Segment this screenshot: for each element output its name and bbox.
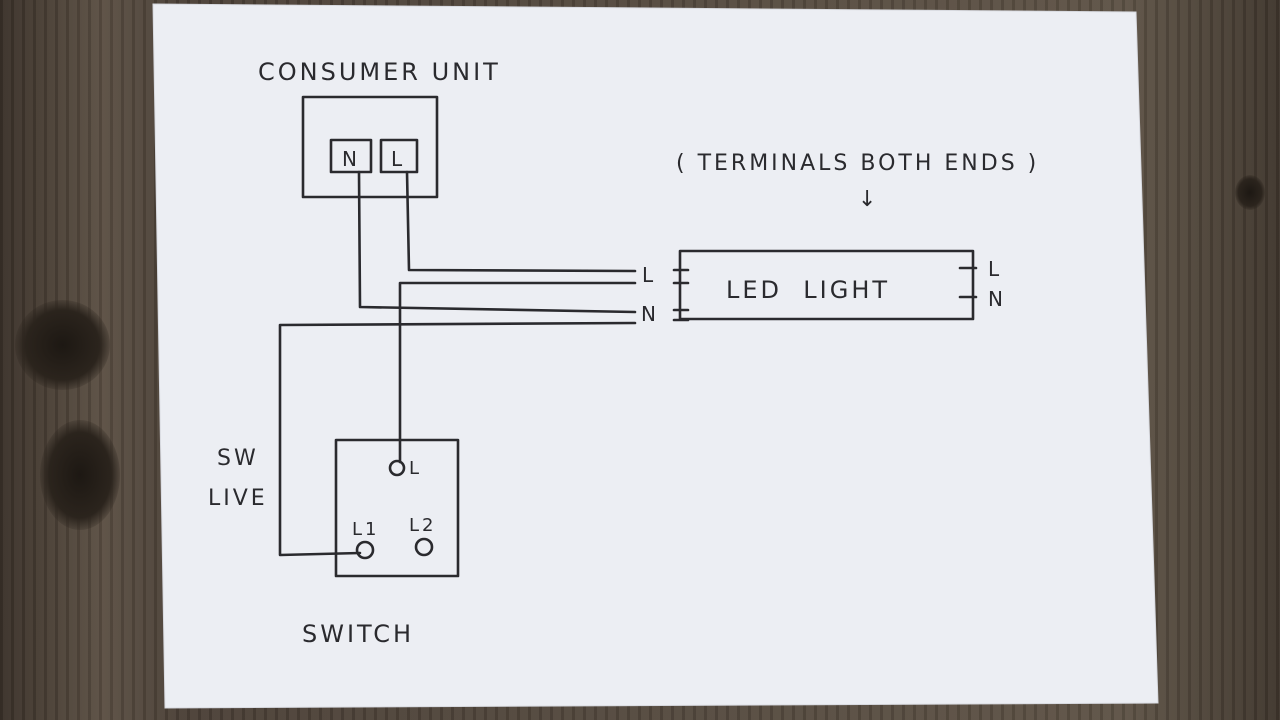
sw-live-wire: [278, 321, 637, 557]
switch-terminal-l2: [414, 537, 434, 557]
led-right-n-label: N: [988, 287, 1006, 311]
switch-terminal-l1-label: L1: [352, 519, 379, 540]
sw-live-label-line1: SW: [217, 446, 259, 471]
switch-terminal-l2-label: L2: [409, 515, 436, 536]
switch-terminal-l1: [355, 540, 375, 560]
switch-box: [334, 438, 460, 578]
switch-title: SWITCH: [302, 620, 414, 648]
sw-live-label-line2: LIVE: [208, 486, 268, 511]
led-light-box: [678, 249, 975, 321]
wood-knot: [1235, 175, 1265, 210]
terminals-note: ( TERMINALS BOTH ENDS ): [676, 151, 1039, 176]
wood-knot: [15, 300, 110, 390]
led-left-n-label: N: [641, 302, 659, 326]
switch-terminal-l-label: L: [409, 458, 422, 479]
led-right-l-label: L: [988, 257, 1002, 281]
led-light-label: LED LIGHT: [726, 276, 890, 304]
led-left-l-label: L: [642, 263, 656, 287]
consumer-unit-terminal-n: N: [342, 147, 360, 171]
terminal-n-box: [329, 138, 373, 174]
terminal-l-box: [379, 138, 419, 174]
terminals-arrow: ↓: [858, 187, 879, 212]
switch-wire-to-light: [398, 281, 637, 464]
consumer-unit-title: CONSUMER UNIT: [258, 58, 501, 86]
live-wire: [405, 170, 637, 273]
consumer-unit-terminal-l: L: [391, 147, 405, 171]
neutral-wire: [357, 170, 637, 314]
paper-sheet: [152, 3, 1159, 709]
consumer-unit-box: [301, 95, 439, 199]
switch-terminal-l: [388, 459, 406, 477]
wood-knot: [40, 420, 120, 530]
